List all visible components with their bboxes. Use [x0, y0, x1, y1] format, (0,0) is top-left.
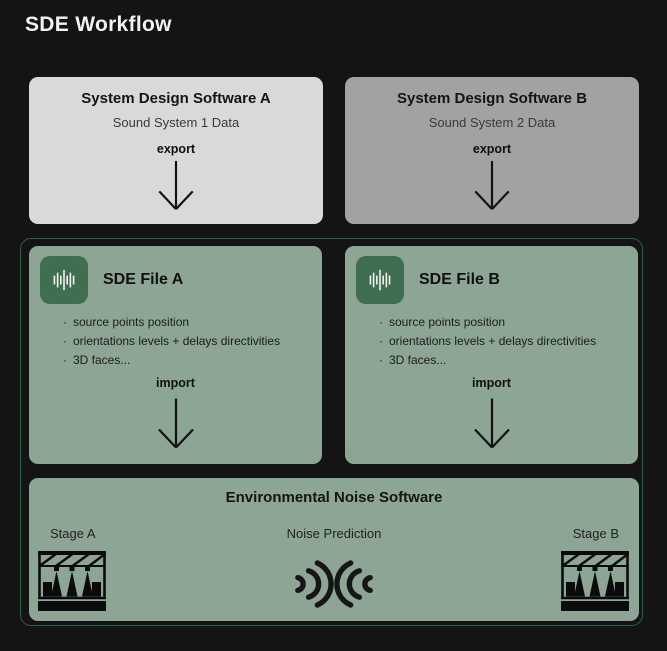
sde-file-b-header: SDE File B [356, 256, 500, 304]
bullet-item: orientations levels + delays directiviti… [63, 332, 280, 351]
env-software-title: Environmental Noise Software [225, 489, 443, 506]
design-software-b-title: System Design Software B [396, 90, 588, 107]
import-label: import [472, 376, 511, 390]
design-software-a-box: System Design Software A Sound System 1 … [29, 77, 323, 224]
bullet-item: source points position [379, 313, 596, 332]
stage-b-label: Stage B [572, 526, 619, 541]
bullet-item: 3D faces... [379, 351, 596, 370]
stage-icon [561, 551, 629, 611]
sde-file-a-header: SDE File A [40, 256, 183, 304]
noise-prediction-label: Noise Prediction [286, 526, 382, 541]
sound-waves-icon [295, 560, 373, 608]
design-software-a-subtitle: Sound System 1 Data [112, 115, 240, 130]
import-label: import [156, 376, 195, 390]
export-label: export [472, 142, 512, 156]
design-software-b-box: System Design Software B Sound System 2 … [345, 77, 639, 224]
waveform-icon [40, 256, 88, 304]
down-arrow-icon [474, 160, 510, 210]
export-label: export [156, 142, 196, 156]
down-arrow-icon [157, 398, 194, 449]
down-arrow-icon [473, 398, 510, 449]
design-software-a-title: System Design Software A [81, 90, 271, 107]
environmental-noise-software-box: Environmental Noise Software Stage A Noi… [29, 478, 639, 621]
bullet-item: source points position [63, 313, 280, 332]
sde-file-b-box: SDE File B source points position orient… [345, 246, 638, 464]
sde-file-a-box: SDE File A source points position orient… [29, 246, 322, 464]
waveform-icon [356, 256, 404, 304]
stage-a-label: Stage A [50, 526, 96, 541]
sde-file-b-bullet-list: source points position orientations leve… [379, 313, 596, 370]
sde-group-container: SDE File A source points position orient… [20, 238, 643, 626]
sde-file-b-title: SDE File B [419, 271, 500, 288]
design-software-b-subtitle: Sound System 2 Data [428, 115, 556, 130]
stage-icon [38, 551, 106, 611]
bullet-item: 3D faces... [63, 351, 280, 370]
sde-file-a-bullet-list: source points position orientations leve… [63, 313, 280, 370]
page-title: SDE Workflow [25, 13, 172, 36]
sde-file-a-title: SDE File A [103, 271, 184, 288]
bullet-item: orientations levels + delays directiviti… [379, 332, 596, 351]
down-arrow-icon [158, 160, 194, 210]
